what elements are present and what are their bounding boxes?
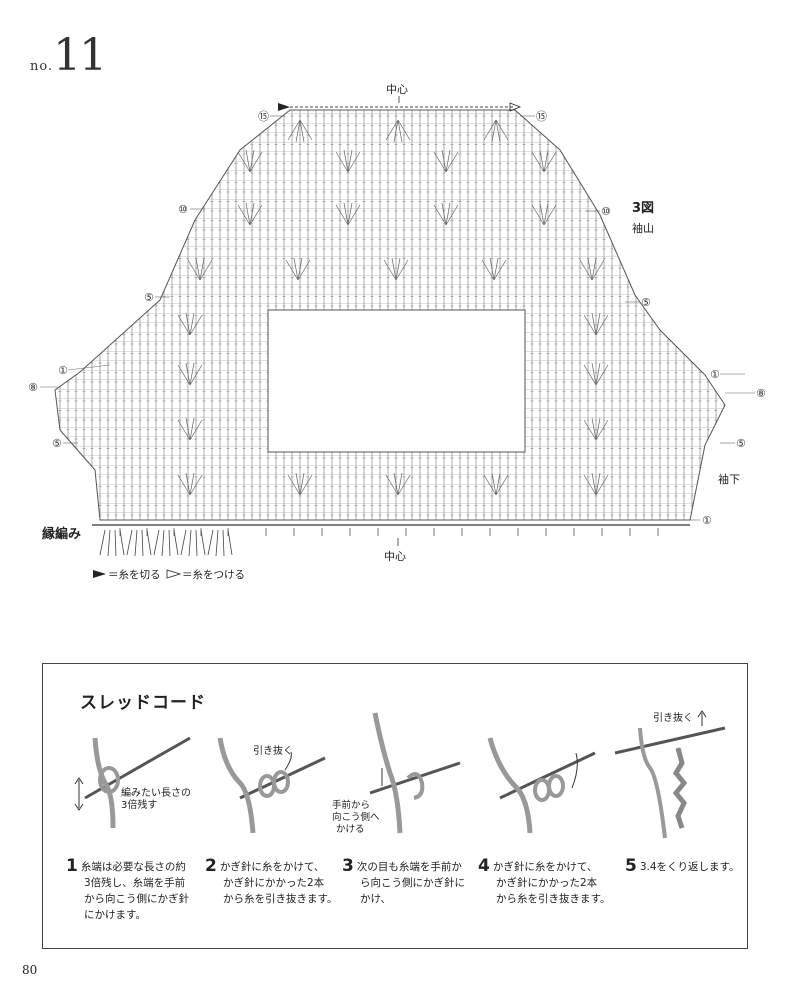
step-1-line-3: から向こう側にかぎ針 [84, 893, 189, 905]
attach-yarn-icon [166, 569, 182, 579]
edging-label: 縁編み [42, 526, 81, 542]
row-marker-1-right: ① [710, 368, 720, 381]
step-2-line-3: から糸を引き抜きます。 [223, 893, 338, 905]
step-2-number: 2 [205, 856, 217, 876]
sleeve-cap-label: 袖山 [632, 221, 654, 235]
pattern-number: no.11 [30, 30, 107, 81]
row-marker-5-left: ⑤ [144, 291, 154, 304]
underarm-label: 袖下 [718, 472, 740, 486]
step-1-line-1: 糸端は必要な長さの約 [80, 861, 186, 873]
pattern-number-value: 11 [53, 30, 107, 81]
shell-row-2 [237, 149, 557, 173]
step-5-number: 5 [625, 856, 637, 876]
front-to-back-line-1: 手前から [332, 799, 370, 811]
step-2-line-2: かぎ針にかかった2本 [223, 877, 325, 889]
step-4-line-3: から糸を引き抜きます。 [496, 893, 611, 905]
step-4-line-2: かぎ針にかかった2本 [496, 877, 598, 889]
pull-through-label-5: 引き抜く [653, 711, 693, 724]
thread-cord-tutorial-box [42, 663, 748, 949]
row-marker-10-right: ⑩ [601, 205, 611, 218]
legend-cut-yarn: ＝糸を切る [108, 569, 161, 581]
center-label-top: 中心 [386, 83, 408, 96]
row-marker-1-left: ① [58, 364, 68, 377]
tutorial-title: スレッドコード [80, 693, 206, 713]
edging-shells [99, 529, 233, 557]
row-marker-1-bottom: ① [702, 514, 712, 527]
shell-row-bottom [287, 472, 509, 496]
step-3-line-2: ら向こう側にかぎ針に [360, 877, 465, 889]
cut-yarn-icon [93, 570, 106, 578]
pull-through-label-2: 引き抜く [253, 744, 293, 757]
pattern-number-prefix: no. [30, 59, 54, 74]
shell-row-1 [287, 119, 509, 143]
step-3-line-1: 次の目も糸端を手前か [356, 861, 462, 873]
step-1-line-2: 3倍残し、糸端を手前 [84, 877, 186, 889]
cut-yarn-marker-top [278, 103, 290, 111]
shell-column-left [177, 312, 203, 496]
step-1-line-4: にかけます。 [84, 909, 146, 921]
row-marker-5-lower-left: ⑤ [52, 437, 62, 450]
step-2-illustration: 引き抜く [217, 737, 326, 834]
row-marker-8-left: ⑧ [28, 381, 38, 394]
legend-attach-yarn: ＝糸をつける [182, 569, 245, 581]
shell-row-3 [237, 202, 557, 226]
center-label-bottom: 中心 [384, 550, 406, 563]
shell-motifs [177, 119, 609, 496]
front-to-back-line-3: かける [336, 824, 365, 835]
shell-row-4 [187, 257, 605, 281]
row-marker-15-right: ⑮ [536, 110, 547, 123]
tail-note-line-1: 編みたい長さの [121, 786, 191, 799]
attach-yarn-marker-top [509, 102, 522, 112]
step-3-illustration: 手前から 向こう側へ かける [332, 712, 461, 835]
step-4-line-1: かぎ針に糸をかけて、 [492, 861, 598, 873]
row-marker-10-left: ⑩ [178, 203, 188, 216]
step-2-line-1: かぎ針に糸をかけて、 [219, 861, 325, 873]
page-number: 80 [22, 963, 38, 977]
row-marker-5-right: ⑤ [641, 296, 651, 309]
step-1-illustration: 編みたい長さの 3倍残す [74, 736, 191, 829]
shell-column-right [583, 312, 609, 496]
step-4-illustration [487, 737, 596, 834]
step-1-number: 1 [66, 856, 78, 876]
row-marker-8-right: ⑧ [756, 387, 766, 400]
figure-label: 3図 [632, 201, 654, 216]
step-3-line-3: かけ、 [360, 893, 391, 905]
step-5-illustration: 引き抜く [614, 710, 726, 839]
tail-note-line-2: 3倍残す [121, 798, 157, 811]
row-marker-5-lower-right: ⑤ [736, 437, 746, 450]
step-3-number: 3 [342, 856, 354, 876]
sleeve-shape [54, 109, 726, 521]
row-marker-15-left: ⑮ [258, 110, 269, 123]
crochet-chart: ⑮ ⑮ ⑩ ⑩ ⑤ ⑤ ① ① ⑧ ⑧ ⑤ ⑤ ① 中心 中心 3図 袖山 袖下… [28, 83, 766, 581]
step-5-line-1: 3.4をくり返します。 [639, 861, 740, 873]
step-4-number: 4 [478, 856, 490, 876]
foundation-arrows [119, 528, 659, 536]
front-to-back-line-2: 向こう側へ [332, 811, 380, 823]
